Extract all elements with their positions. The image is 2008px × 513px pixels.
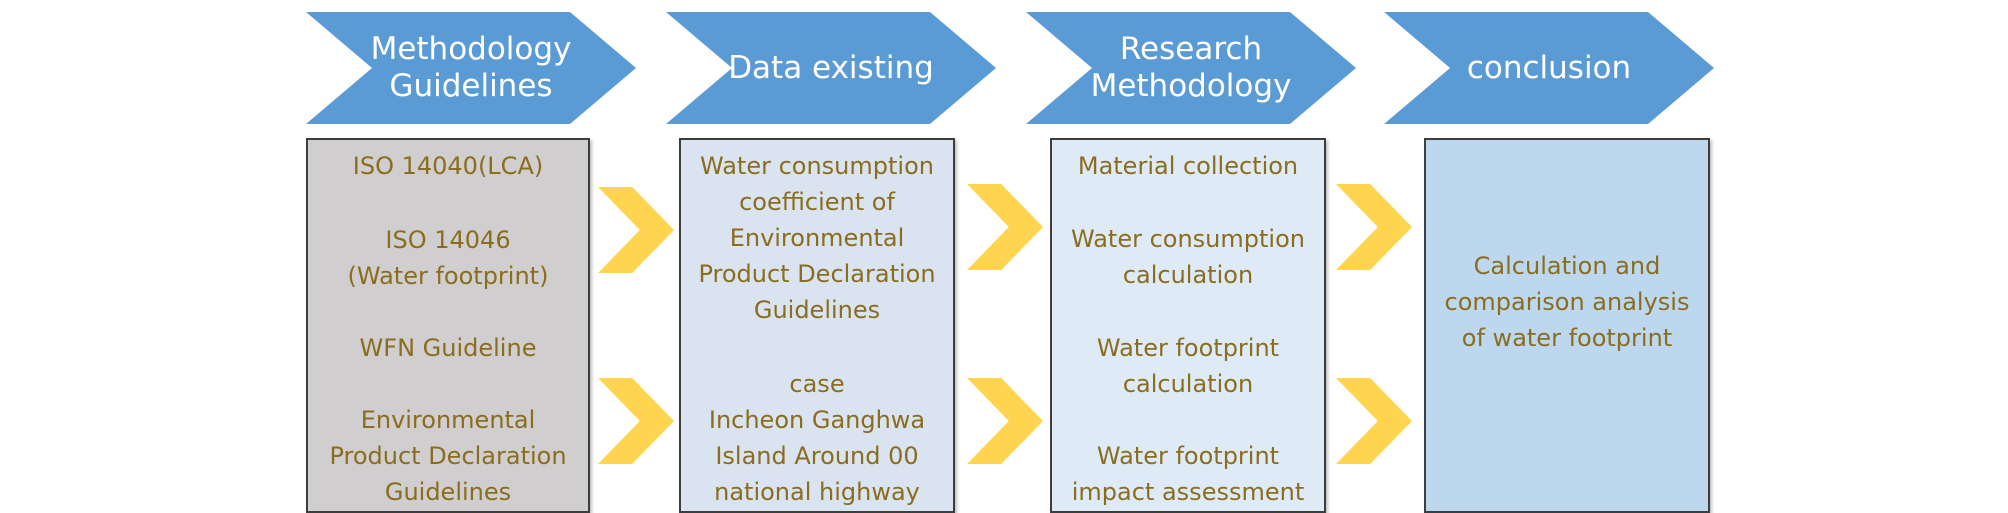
conclusion-text: Calculation and comparison analysis of w… (1444, 252, 1690, 352)
flow-arrow-data-to-research-lower (967, 378, 1043, 464)
research-methodology-box (1050, 138, 1326, 513)
guideline-wfn: WFN Guideline (359, 334, 537, 362)
conclusion-box (1424, 138, 1710, 513)
guideline-iso-14046: ISO 14046 (Water footprint) (347, 226, 549, 290)
guidelines-box (306, 138, 590, 513)
stage-label-methodology-guidelines: Methodology Guidelines (370, 31, 572, 104)
data-water-consumption-coefficient: Water consumption coefficient of Environ… (698, 152, 936, 324)
guideline-iso-14040: ISO 14040(LCA) (352, 152, 544, 180)
flow-arrow-data-to-research-upper (967, 184, 1043, 270)
flow-arrow-research-to-conclusion-lower (1336, 378, 1412, 464)
research-material-collection: Material collection (1077, 152, 1299, 180)
stage-label-research-methodology: Research Methodology (1090, 31, 1292, 104)
data-case-study: case Incheon Ganghwa Island Around 00 na… (708, 370, 926, 506)
research-impact-assessment: Water footprint impact assessment (1071, 442, 1305, 506)
data-existing-box (679, 138, 955, 513)
research-water-footprint-calculation: Water footprint calculation (1096, 334, 1280, 398)
flow-arrow-guidelines-to-data-lower (598, 378, 674, 464)
flow-arrow-research-to-conclusion-upper (1336, 184, 1412, 270)
stage-label-conclusion: conclusion (1466, 49, 1632, 86)
stage-label-data-existing: Data existing (728, 49, 934, 86)
flow-arrow-guidelines-to-data-upper (598, 187, 674, 273)
research-water-consumption-calculation: Water consumption calculation (1071, 225, 1305, 289)
guideline-epd: Environmental Product Declaration Guidel… (329, 406, 567, 506)
